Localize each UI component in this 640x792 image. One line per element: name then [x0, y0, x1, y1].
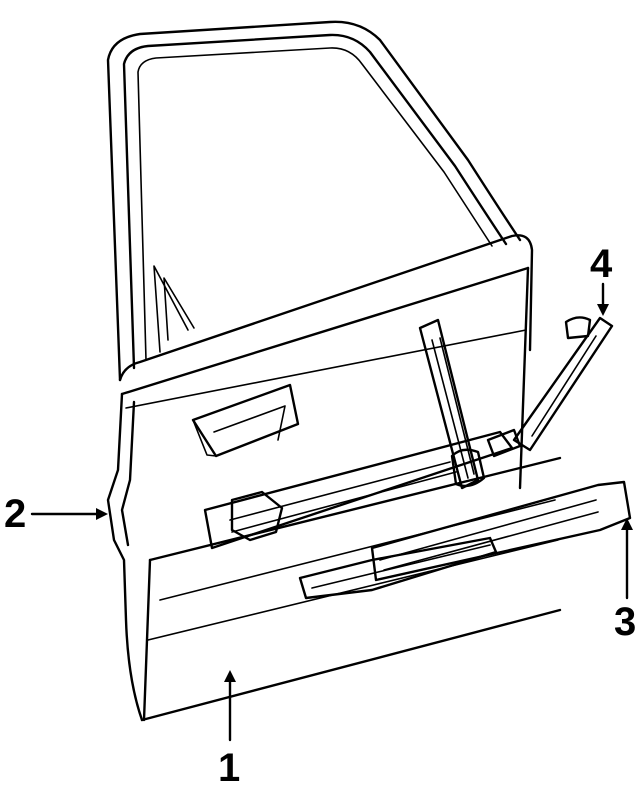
- callout-3-label: 3: [614, 600, 637, 644]
- trim-panel: [142, 456, 562, 722]
- part-4-guide: [512, 316, 614, 452]
- callout-3-arrowhead: [621, 518, 633, 530]
- callout-arrows: [30, 282, 633, 742]
- callout-1-arrowhead: [224, 670, 236, 682]
- window-frame: [106, 20, 522, 382]
- callout-2-arrowhead: [96, 508, 108, 520]
- door-shell: [106, 234, 562, 722]
- part-3-armrest: [298, 480, 632, 600]
- callout-4-arrowhead: [597, 304, 609, 316]
- window-regulator: [203, 318, 522, 550]
- callout-2-label: 2: [4, 492, 27, 536]
- callout-1-label: 1: [218, 746, 241, 790]
- door-handle-recess: [191, 383, 300, 458]
- callout-4-label: 4: [590, 242, 613, 286]
